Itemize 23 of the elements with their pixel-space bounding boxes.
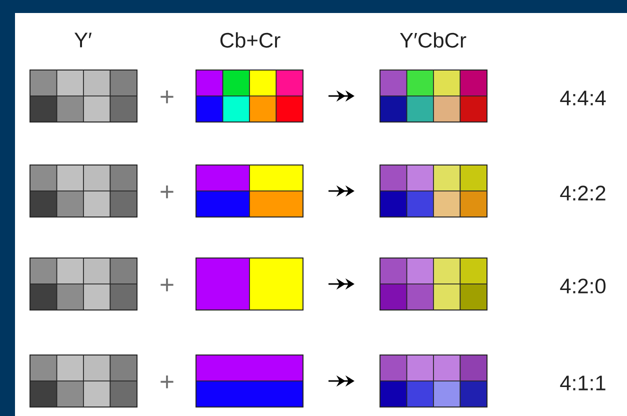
pixel-grid [380, 258, 488, 310]
plus-sign: + [160, 186, 174, 198]
plus-sign: + [160, 278, 174, 292]
ratio-label: 4:2:0 [560, 278, 606, 294]
pixel-grid [380, 70, 488, 122]
plus-sign: + [160, 90, 174, 104]
pixel-grid [30, 354, 138, 408]
pixel-grid [196, 258, 304, 310]
pixel-grid [30, 70, 138, 122]
pixel-grid [196, 354, 304, 408]
pixel-grid [380, 354, 488, 408]
pixel-grid [30, 164, 138, 218]
ratio-label: 4:2:2 [560, 186, 606, 200]
column-heading: Cb+Cr [220, 32, 280, 48]
ratio-label: 4:4:4 [560, 90, 606, 106]
ratio-label: 4:1:1 [560, 376, 606, 390]
pixel-grid [30, 258, 138, 310]
pixel-grid [196, 164, 304, 218]
pixel-grid [196, 70, 304, 122]
column-heading: Y′ [74, 32, 92, 48]
column-heading: Y′CbCr [400, 32, 466, 48]
pixel-grid [380, 164, 488, 218]
plus-sign: + [160, 376, 174, 388]
